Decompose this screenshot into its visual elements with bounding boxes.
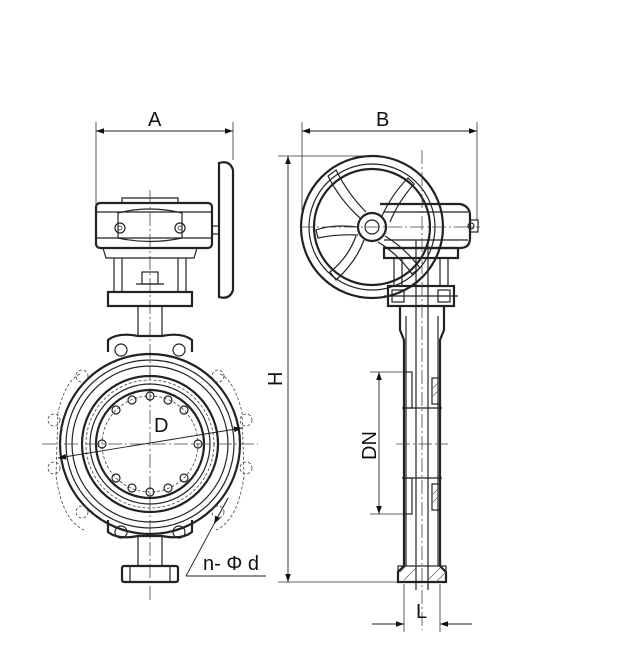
side-body (396, 306, 448, 584)
dimension-l-label: L (416, 601, 427, 623)
front-view: A (42, 109, 266, 600)
side-bracket (384, 150, 458, 630)
dimension-h-label: H (265, 372, 287, 386)
side-gearbox (300, 202, 480, 260)
dimension-b-label: B (376, 109, 389, 131)
bolt-hole-callout: n- Φ d (185, 497, 266, 577)
bolt-hole-label: n- Φ d (203, 553, 259, 575)
dimension-a-label: A (148, 109, 162, 131)
side-view: B H (265, 109, 480, 632)
dimension-dn: DN (359, 371, 406, 515)
dimension-a: A (95, 109, 234, 214)
dimension-b: B (301, 109, 478, 220)
dimension-d: D (57, 415, 243, 460)
front-bracket (102, 247, 198, 336)
dimension-h: H (265, 155, 400, 583)
dimension-d-label: D (154, 415, 168, 437)
front-handwheel (212, 161, 235, 299)
dimension-l: L (372, 584, 472, 632)
dimension-dn-label: DN (359, 431, 381, 460)
front-flange-outline (47, 369, 253, 531)
